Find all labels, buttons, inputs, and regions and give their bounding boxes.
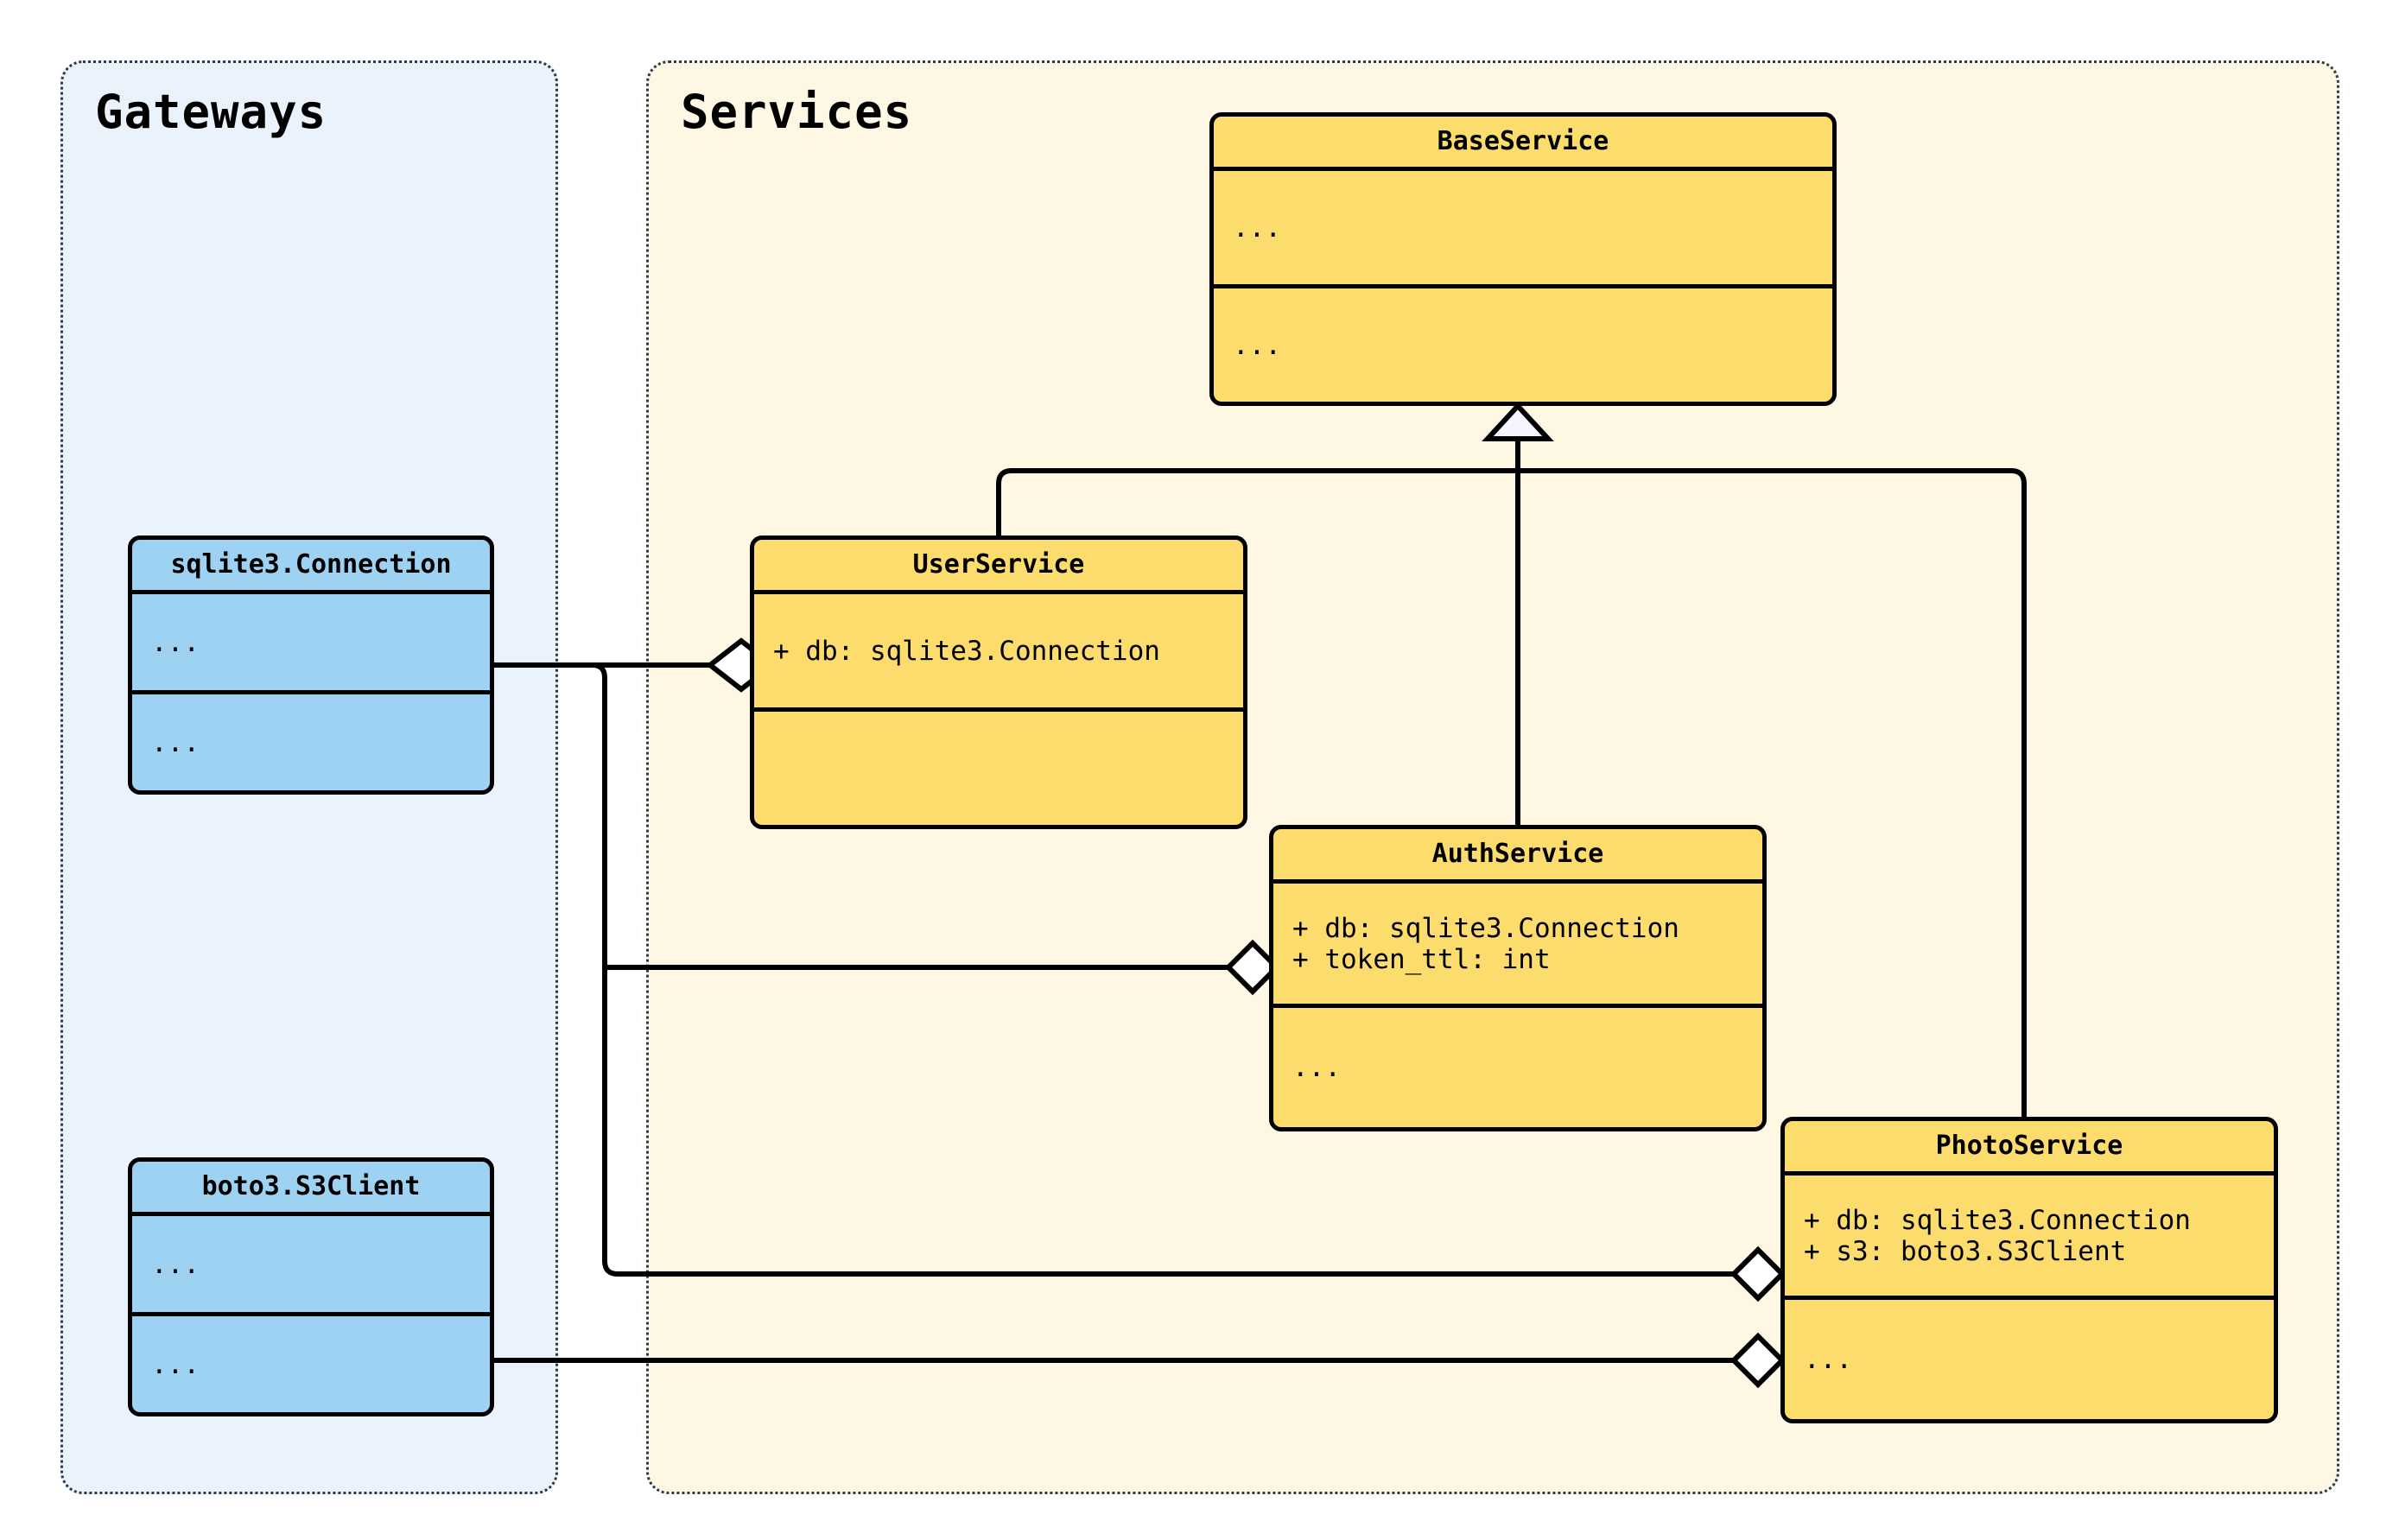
attribute-row: ... xyxy=(1233,212,1281,244)
class-methods-compartment: ... xyxy=(132,1312,490,1412)
aggregation-diamond-photoservice-db-icon xyxy=(1729,1245,1787,1302)
generalization-arrowhead-icon xyxy=(1482,402,1554,441)
class-name-compartment: UserService xyxy=(754,540,1243,590)
class-box-photoservice[interactable]: PhotoService + db: sqlite3.Connection+ s3… xyxy=(1780,1117,2278,1423)
method-list: ... xyxy=(1214,288,1832,402)
class-name-label: BaseService xyxy=(1437,126,1609,156)
class-box-boto3-s3client[interactable]: boto3.S3Client...... xyxy=(128,1157,494,1416)
class-methods-compartment: ... xyxy=(1785,1296,2274,1419)
attribute-row: + db: sqlite3.Connection xyxy=(773,635,1160,667)
class-name-label: AuthService xyxy=(1431,839,1604,869)
class-box-authservice[interactable]: AuthService + db: sqlite3.Connection+ tok… xyxy=(1269,825,1767,1131)
attribute-row: + token_ttl: int xyxy=(1292,943,1551,975)
attribute-list: ... xyxy=(132,594,490,690)
class-methods-compartment: ... xyxy=(1214,284,1832,402)
attribute-list: + db: sqlite3.Connection+ token_ttl: int xyxy=(1273,884,1762,1004)
generalization-line-userservice xyxy=(996,468,1518,536)
attribute-list: + db: sqlite3.Connection xyxy=(754,594,1243,707)
generalization-line-photoservice xyxy=(1518,468,2027,1117)
package-gateways-title: Gateways xyxy=(95,85,327,139)
attribute-row: + db: sqlite3.Connection xyxy=(1292,912,1679,944)
class-methods-compartment: ... xyxy=(132,690,490,790)
class-name-label: PhotoService xyxy=(1935,1131,2123,1161)
method-list: ... xyxy=(1785,1300,2274,1419)
method-row: ... xyxy=(1292,1052,1341,1083)
class-name-compartment: AuthService xyxy=(1273,829,1762,879)
class-attributes-compartment: + db: sqlite3.Connection+ s3: boto3.S3Cl… xyxy=(1785,1171,2274,1296)
package-services-title: Services xyxy=(681,85,913,139)
method-list: ... xyxy=(1273,1008,1762,1127)
class-name-compartment: PhotoService xyxy=(1785,1121,2274,1171)
method-row: ... xyxy=(151,1348,200,1380)
class-methods-compartment: ... xyxy=(1273,1004,1762,1127)
attribute-row: + s3: boto3.S3Client xyxy=(1804,1235,2127,1267)
class-attributes-compartment: ... xyxy=(1214,167,1832,284)
attribute-list: ... xyxy=(1214,171,1832,284)
class-name-compartment: boto3.S3Client xyxy=(132,1162,490,1212)
method-row: ... xyxy=(151,726,200,758)
class-methods-compartment xyxy=(754,707,1243,825)
method-row: ... xyxy=(1804,1344,1852,1375)
class-attributes-compartment: + db: sqlite3.Connection+ token_ttl: int xyxy=(1273,879,1762,1004)
attribute-list: + db: sqlite3.Connection+ s3: boto3.S3Cl… xyxy=(1785,1176,2274,1296)
class-box-sqlite3-connection[interactable]: sqlite3.Connection...... xyxy=(128,536,494,795)
class-name-label: sqlite3.Connection xyxy=(170,549,452,580)
method-list: ... xyxy=(132,694,490,790)
method-list xyxy=(754,712,1243,825)
class-attributes-compartment: ... xyxy=(132,1212,490,1312)
method-list: ... xyxy=(132,1316,490,1412)
class-name-label: UserService xyxy=(912,549,1085,580)
class-name-compartment: BaseService xyxy=(1214,117,1832,167)
class-box-userservice[interactable]: UserService + db: sqlite3.Connection xyxy=(750,536,1247,829)
method-row: ... xyxy=(1233,329,1281,361)
attribute-row: + db: sqlite3.Connection xyxy=(1804,1204,2191,1236)
aggregation-diamond-photoservice-s3-icon xyxy=(1729,1332,1787,1389)
attribute-row: ... xyxy=(151,626,200,658)
class-name-compartment: sqlite3.Connection xyxy=(132,540,490,590)
class-attributes-compartment: + db: sqlite3.Connection xyxy=(754,590,1243,707)
class-box-baseservice[interactable]: BaseService...... xyxy=(1209,112,1837,406)
attribute-row: ... xyxy=(151,1248,200,1280)
class-name-label: boto3.S3Client xyxy=(201,1171,421,1201)
attribute-list: ... xyxy=(132,1216,490,1312)
class-attributes-compartment: ... xyxy=(132,590,490,690)
